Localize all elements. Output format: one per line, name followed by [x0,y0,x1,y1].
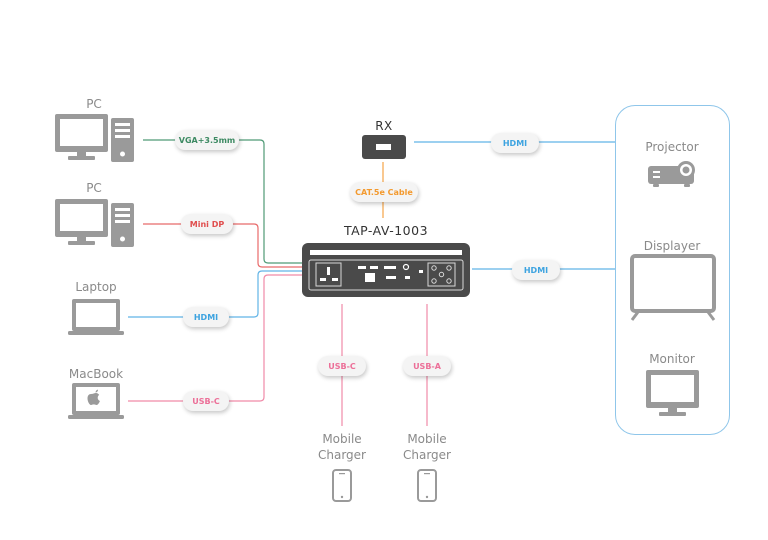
hub-title: TAP-AV-1003 [343,223,429,238]
line-vga [143,139,302,264]
smartphone-icon [417,469,437,502]
projector-icon [648,161,695,187]
source-label-pc-2: PC [86,181,102,195]
laptop-icon [68,299,124,335]
charger-label-1-line1: Mobile [322,432,362,446]
charger-label-2-line2: Charger [403,448,451,462]
rx-receiver-device [362,135,406,159]
macbook-icon [68,383,124,419]
cable-badge-minidp: Mini DP [181,214,233,234]
rx-title: RX [375,119,393,133]
apple-logo-icon [87,389,100,405]
charger-label-2-line1: Mobile [407,432,447,446]
cable-badge-usbc-macbook: USB-C [183,391,229,411]
cable-badge-vga: VGA+3.5mm [175,130,239,150]
output-label-monitor: Monitor [649,352,695,366]
line-hdmi-laptop [128,270,302,318]
monitor-icon [646,370,699,416]
power-socket-icon [315,262,342,287]
charger-label-1: Mobile Charger [310,431,374,463]
desktop-pc-icon [55,199,134,247]
cable-badge-hdmi-laptop: HDMI [183,307,229,327]
charger-label-1-line2: Charger [318,448,366,462]
tv-display-icon [630,254,716,321]
cable-badge-cat5e: CAT.5e Cable [350,182,418,202]
cable-badge-usba-charger: USB-A [403,356,451,376]
line-usbc-macbook [128,274,302,402]
cable-badge-hdmi-rx: HDMI [491,133,539,153]
output-label-displayer: Displayer [643,239,701,253]
source-label-laptop: Laptop [75,280,117,294]
cable-badge-usbc-charger: USB-C [318,356,366,376]
line-minidp [143,223,302,268]
output-devices-group [615,105,730,435]
hub-device [302,243,470,297]
cable-badge-hdmi-hub: HDMI [512,260,560,280]
speaker-socket-icon [427,262,456,287]
source-label-macbook: MacBook [68,367,124,381]
charger-label-2: Mobile Charger [395,431,459,463]
output-label-projector: Projector [645,140,699,154]
smartphone-icon [332,469,352,502]
source-label-pc-1: PC [86,97,102,111]
desktop-pc-icon [55,114,134,162]
